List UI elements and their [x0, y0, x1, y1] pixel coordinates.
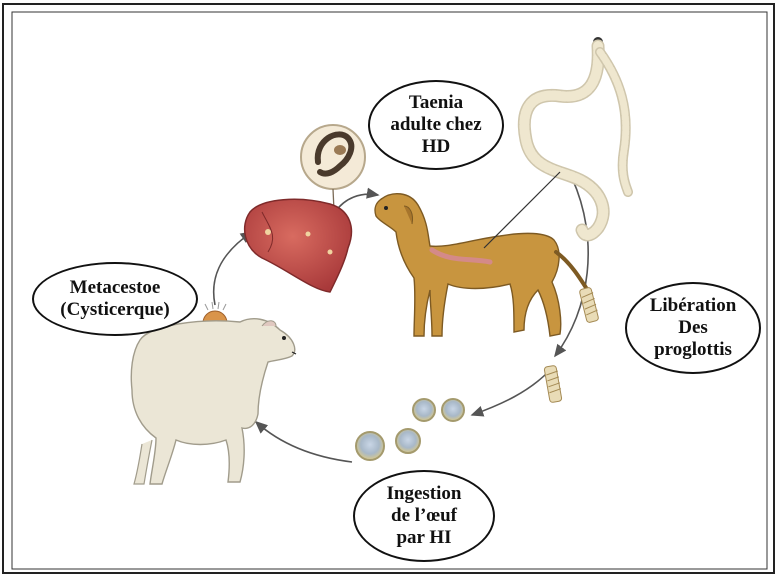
liberation-line1: Libération [650, 295, 737, 317]
metacestode-label: Metacestoe (Cysticerque) [32, 262, 198, 336]
arrow-sheep-to-liver [214, 232, 252, 305]
arrow-proglottis-to-eggs [472, 368, 552, 415]
ingestion-line1: Ingestion [387, 483, 462, 505]
metacestode-line1: Metacestoe [70, 277, 161, 299]
sheep-illustration [131, 319, 296, 484]
taenia-line1: Taenia [409, 92, 463, 114]
dog-illustration [375, 194, 590, 336]
liberation-label: Libération Des proglottis [625, 282, 761, 374]
taenia-adult-label: Taenia adulte chez HD [368, 80, 504, 170]
arrow-eggs-to-sheep [256, 422, 352, 462]
taenia-line2: adulte chez [390, 114, 481, 136]
ingestion-line2: de l’œuf [391, 505, 457, 527]
taenia-line3: HD [422, 136, 451, 158]
liver-illustration [245, 199, 352, 292]
egg-icon [356, 399, 464, 460]
liberation-line3: proglottis [654, 339, 732, 361]
ingestion-label: Ingestion de l’œuf par HI [353, 470, 495, 562]
ingestion-line3: par HI [396, 527, 451, 549]
tapeworm-illustration [484, 37, 628, 248]
metacestode-line2: (Cysticerque) [60, 299, 169, 321]
liberation-line2: Des [678, 317, 708, 339]
